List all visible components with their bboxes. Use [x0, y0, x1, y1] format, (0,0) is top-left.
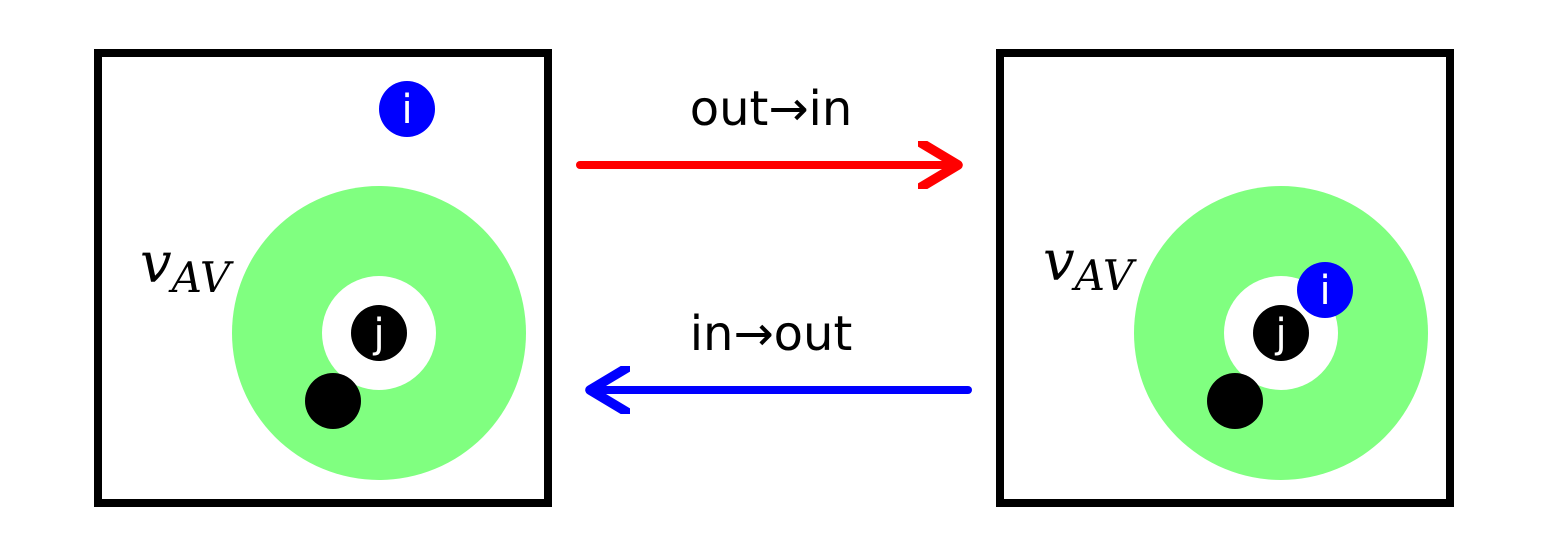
left-panel: vAV i j	[94, 49, 552, 507]
transition-arrows: out→in in→out	[576, 81, 972, 390]
right-particle-i	[1297, 262, 1353, 318]
right-particle-neighbor	[1207, 373, 1263, 429]
left-particle-i	[379, 81, 435, 137]
right-frame	[996, 49, 1454, 507]
left-volume-label: vAV	[140, 231, 234, 302]
right-volume-label: vAV	[1043, 229, 1137, 300]
label-in-to-out: in→out	[690, 306, 853, 362]
label-out-to-in: out→in	[690, 81, 853, 137]
left-frame	[94, 49, 552, 507]
left-particle-neighbor	[305, 373, 361, 429]
right-particle-j	[1253, 305, 1309, 361]
right-particle-i-label: i	[1319, 268, 1330, 314]
right-panel: vAV j i	[996, 49, 1454, 507]
right-particle-j-label: j	[1274, 311, 1286, 357]
left-particle-j-label: j	[372, 311, 384, 357]
left-particle-i-label: i	[401, 87, 412, 133]
left-particle-j	[351, 305, 407, 361]
